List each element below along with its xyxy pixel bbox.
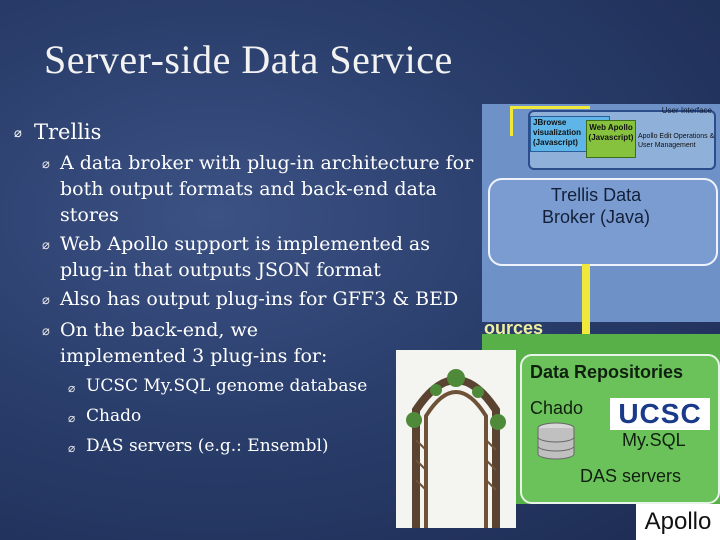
- bullet-text: On the back-end, we implemented 3 plug-i…: [60, 319, 328, 367]
- bullet-text: Chado: [86, 406, 142, 426]
- web-apollo-piece: Web Apollo (Javascript): [586, 120, 636, 158]
- bullet-list: ⌀ Trellis ⌀ A data broker with plug-in a…: [14, 120, 484, 462]
- bullet-level2: ⌀ Web Apollo support is implemented as p…: [42, 231, 484, 283]
- bullet-level3: ⌀ DAS servers (e.g.: Ensembl): [68, 432, 484, 462]
- bullet-icon: ⌀: [42, 157, 50, 172]
- bullet-icon: ⌀: [68, 441, 76, 455]
- das-label: DAS servers: [580, 466, 682, 486]
- slide-title: Server-side Data Service: [44, 37, 453, 82]
- bullet-icon: ⌀: [14, 126, 22, 141]
- bullet-text: Web Apollo support is implemented as plu…: [60, 233, 430, 281]
- bullet-level2: ⌀ On the back-end, we implemented 3 plug…: [42, 317, 382, 369]
- architecture-diagram: User Interface JBrowse visualization (Ja…: [482, 104, 720, 504]
- bullet-text: A data broker with plug-in architecture …: [60, 152, 474, 226]
- bullet-icon: ⌀: [68, 381, 76, 395]
- bullet-level3: ⌀ Chado: [68, 402, 484, 432]
- bullet-text: Also has output plug-ins for GFF3 & BED: [60, 288, 459, 310]
- mysql-label: My.SQL: [622, 430, 686, 450]
- bullet-level2: ⌀ A data broker with plug-in architectur…: [42, 150, 484, 228]
- bullet-icon: ⌀: [42, 324, 50, 339]
- arrow-line-top: [510, 106, 590, 109]
- bullet-icon: ⌀: [68, 411, 76, 425]
- bullet-text: DAS servers (e.g.: Ensembl): [86, 436, 329, 456]
- bullet-level3: ⌀ UCSC My.SQL genome database: [68, 372, 484, 402]
- bullet-text: Trellis: [34, 120, 102, 144]
- broker-label: Trellis Data Broker (Java): [541, 185, 651, 227]
- apollo-logo: Apollo: [636, 504, 720, 540]
- bullet-icon: ⌀: [42, 293, 50, 308]
- chado-label: Chado: [530, 398, 584, 418]
- sources-label: ources: [484, 318, 544, 338]
- user-interface-label: User Interface: [661, 106, 712, 115]
- operations-label: Apollo Edit Operations & User Management: [638, 133, 715, 149]
- database-icon: [537, 422, 575, 460]
- bullet-icon: ⌀: [42, 238, 50, 253]
- arrow-shaft: [582, 264, 590, 350]
- ucsc-logo: UCSC: [610, 398, 710, 430]
- bullet-level1: ⌀ Trellis: [14, 120, 484, 144]
- bullet-text: UCSC My.SQL genome database: [86, 376, 368, 396]
- bullet-level2: ⌀ Also has output plug-ins for GFF3 & BE…: [42, 286, 484, 314]
- broker-box: [488, 178, 718, 266]
- arrow-line-left: [510, 106, 513, 136]
- repositories-label: Data Repositories: [530, 362, 684, 382]
- garden-arbor-image: [396, 350, 516, 528]
